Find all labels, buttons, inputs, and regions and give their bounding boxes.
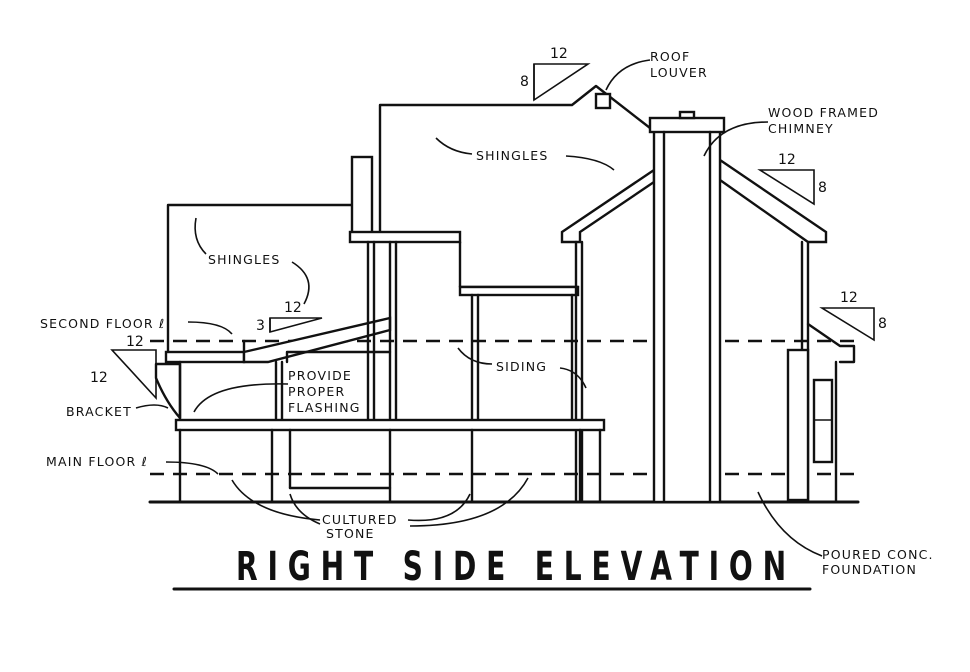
label-siding: SIDING	[496, 359, 547, 374]
label-chimney-2: CHIMNEY	[768, 121, 834, 136]
label-stone-1: CULTURED	[322, 512, 398, 527]
svg-text:8: 8	[818, 180, 827, 196]
pitch-bracket: 12 12	[90, 334, 157, 401]
label-chimney-1: WOOD FRAMED	[768, 105, 879, 120]
upper-block	[348, 84, 652, 422]
label-shingles-left: SHINGLES	[208, 252, 280, 267]
pitch-porch: 12 3	[256, 300, 323, 334]
stone-base	[174, 418, 606, 504]
label-foundation-1: POURED CONC.	[822, 547, 934, 562]
label-roof-louver-2: LOUVER	[650, 65, 708, 80]
leader-lines	[135, 59, 823, 557]
label-stone-2: STONE	[326, 526, 375, 541]
svg-text:12: 12	[90, 370, 108, 386]
svg-text:12: 12	[126, 334, 144, 350]
drawing-title: RIGHT SIDE ELEVATION	[236, 544, 796, 590]
porch-roof	[242, 316, 392, 422]
svg-text:8: 8	[520, 74, 529, 90]
label-shingles-upper: SHINGLES	[476, 148, 548, 163]
svg-text:12: 12	[840, 290, 858, 306]
pitch-right: 12 8	[819, 290, 887, 342]
pitch-top: 12 8	[520, 46, 591, 102]
svg-text:12: 12	[778, 152, 796, 168]
label-flashing-3: FLASHING	[288, 400, 361, 415]
svg-text:12: 12	[284, 300, 302, 316]
right-gable	[560, 157, 856, 504]
svg-text:8: 8	[878, 316, 887, 332]
pitch-chimney: 12 8	[757, 152, 827, 206]
label-roof-louver-1: ROOF	[650, 49, 690, 64]
label-foundation-2: FOUNDATION	[822, 562, 917, 577]
label-flashing-1: PROVIDE	[288, 368, 352, 383]
chimney	[648, 110, 726, 504]
label-main-floor: MAIN FLOOR ℓ	[46, 454, 148, 469]
svg-text:3: 3	[256, 318, 265, 334]
svg-text:12: 12	[550, 46, 568, 62]
label-second-floor: SECOND FLOOR ℓ	[40, 316, 165, 331]
label-flashing-2: PROPER	[288, 384, 345, 399]
label-bracket: BRACKET	[66, 404, 132, 419]
